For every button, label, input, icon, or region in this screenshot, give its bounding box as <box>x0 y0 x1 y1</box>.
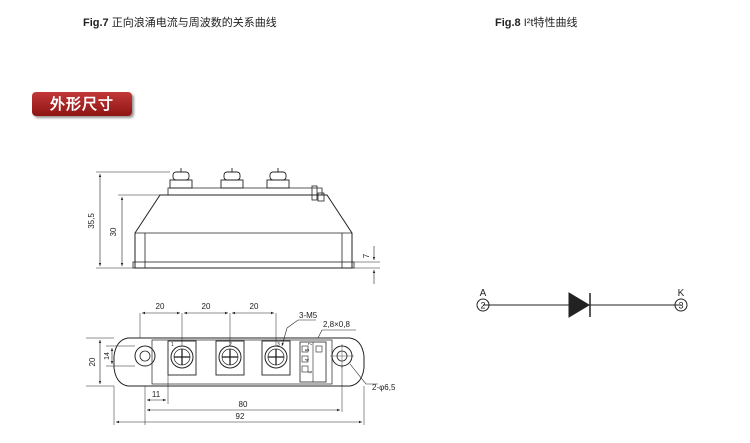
fig8-text: I²t特性曲线 <box>523 17 578 29</box>
dim-total-height: 35,5 <box>87 213 96 229</box>
screw-post-left <box>169 168 193 189</box>
pin-6-number: 6 <box>308 370 314 373</box>
pin-7-number: 7 <box>308 342 314 345</box>
pin-4-number: 4 <box>305 358 311 361</box>
dim-base: 7 <box>362 253 371 258</box>
dim-offset: 11 <box>152 390 161 399</box>
fig7-caption: Fig.7 正向浪涌电流与周波数的关系曲线 <box>83 14 277 30</box>
fig8-label: Fig.8 <box>495 17 521 29</box>
section-title-badge: 外形尺寸 <box>32 92 132 116</box>
dim-hole-spacing: 80 <box>239 400 248 409</box>
terminal-1-number: 1 <box>171 342 174 348</box>
screw-post-middle <box>220 168 244 189</box>
top-view-drawing <box>86 311 378 425</box>
screw-post-right <box>266 168 290 189</box>
dim-inner-width: 14 <box>104 352 111 360</box>
fig8-caption: Fig.8 I²t特性曲线 <box>495 14 578 30</box>
cathode-number: 3 <box>678 301 683 311</box>
pin-5-number: 5 <box>305 348 311 351</box>
tab-label: 2,8×0,8 <box>323 320 350 329</box>
anode-number: 2 <box>480 301 485 311</box>
fig7-text: 正向浪涌电流与周波数的关系曲线 <box>111 17 277 29</box>
dim-pitch-3: 20 <box>250 302 259 311</box>
side-view-drawing <box>96 168 380 284</box>
terminal-2-number: 2 <box>229 342 232 348</box>
hole-label: 2-φ6,5 <box>372 383 396 392</box>
anode-terminal-circle <box>476 298 490 312</box>
screw-label: 3-M5 <box>299 311 318 320</box>
terminal-3-number: 3 <box>277 342 280 348</box>
cathode-terminal-circle <box>674 298 688 312</box>
dim-body-height: 30 <box>109 227 118 236</box>
dim-overall-length: 92 <box>236 412 245 421</box>
diode-symbol <box>476 292 688 318</box>
dim-pitch-1: 20 <box>156 302 165 311</box>
cathode-label: K <box>678 288 685 299</box>
dim-width: 20 <box>88 357 97 366</box>
anode-label: A <box>480 288 487 299</box>
dim-pitch-2: 20 <box>202 302 211 311</box>
fig7-label: Fig.7 <box>83 17 109 29</box>
